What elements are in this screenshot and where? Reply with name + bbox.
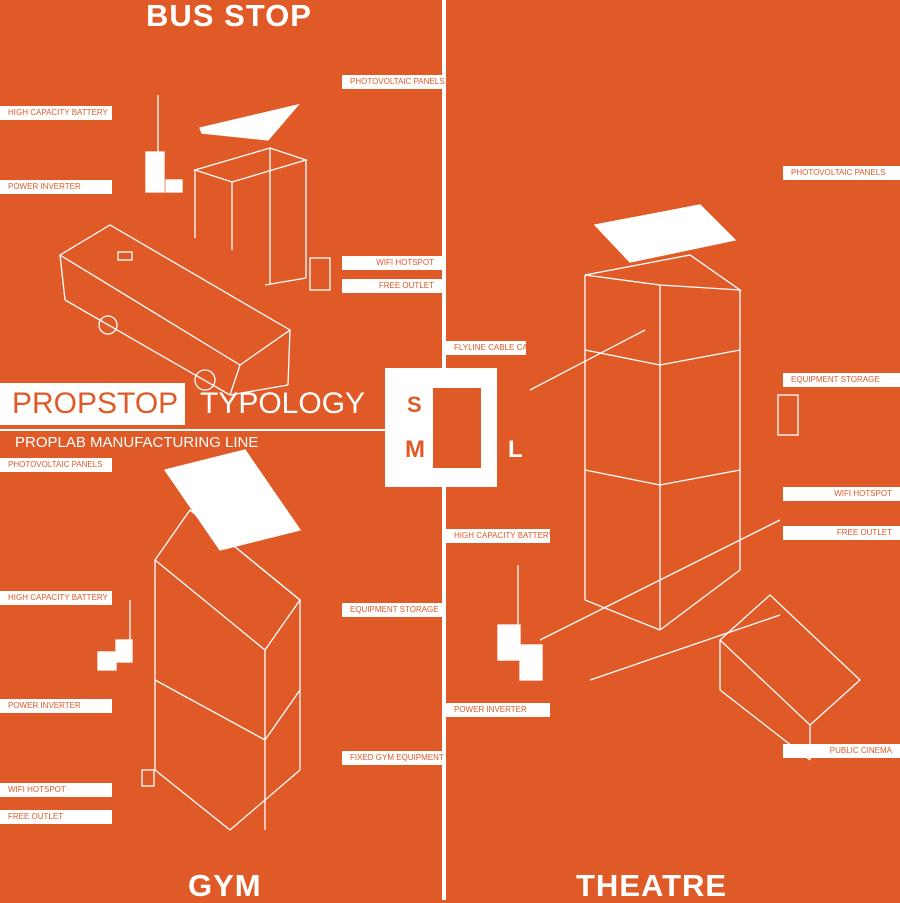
size-scale-box: S M [385, 368, 497, 487]
subtitle: PROPLAB MANUFACTURING LINE [15, 434, 259, 451]
bus-drawing [58, 224, 292, 396]
theatre-heading: THEATRE [576, 868, 728, 903]
label-theatre-storage: EQUIPMENT STORAGE [783, 373, 900, 387]
gym-heading: GYM [188, 868, 262, 903]
theatre-drawing [497, 204, 861, 761]
label-theatre-wifi: WIFI HOTSPOT [783, 487, 900, 501]
label-bus-pv: PHOTOVOLTAIC PANELS [342, 75, 445, 89]
label-gym-storage: EQUIPMENT STORAGE [342, 603, 442, 617]
label-gym-equipment: FIXED GYM EQUIPMENT [342, 751, 444, 765]
label-theatre-outlet: FREE OUTLET [783, 526, 900, 540]
label-theatre-cablecam: FLYLINE CABLE CAM [446, 341, 534, 355]
title-typology: TYPOLOGY [200, 387, 366, 420]
label-gym-outlet: FREE OUTLET [0, 810, 112, 824]
label-gym-wifi: WIFI HOTSPOT [0, 783, 112, 797]
label-theatre-inverter: POWER INVERTER [446, 703, 550, 717]
title-propstop: PROPSTOP [12, 387, 179, 420]
label-gym-inverter: POWER INVERTER [0, 699, 112, 713]
label-bus-outlet: FREE OUTLET [342, 279, 442, 293]
bus-stop-heading: BUS STOP [146, 0, 312, 33]
label-theatre-cinema: PUBLIC CINEMA [783, 744, 900, 758]
size-m: M [405, 436, 425, 463]
gym-drawing [97, 449, 302, 831]
label-bus-wifi: WIFI HOTSPOT [342, 256, 442, 270]
label-bus-inverter: POWER INVERTER [0, 180, 112, 194]
label-bus-battery: HIGH CAPACITY BATTERY [0, 106, 112, 120]
label-theatre-pv: PHOTOVOLTAIC PANELS [783, 166, 900, 180]
bus-stop-shelter-drawing [145, 95, 331, 291]
label-gym-battery: HIGH CAPACITY BATTERY [0, 591, 112, 605]
title-underline [0, 429, 386, 431]
label-theatre-battery: HIGH CAPACITY BATTERY [446, 529, 554, 543]
size-l: L [508, 436, 523, 463]
size-s: S [407, 392, 422, 417]
label-gym-pv: PHOTOVOLTAIC PANELS [0, 458, 112, 472]
